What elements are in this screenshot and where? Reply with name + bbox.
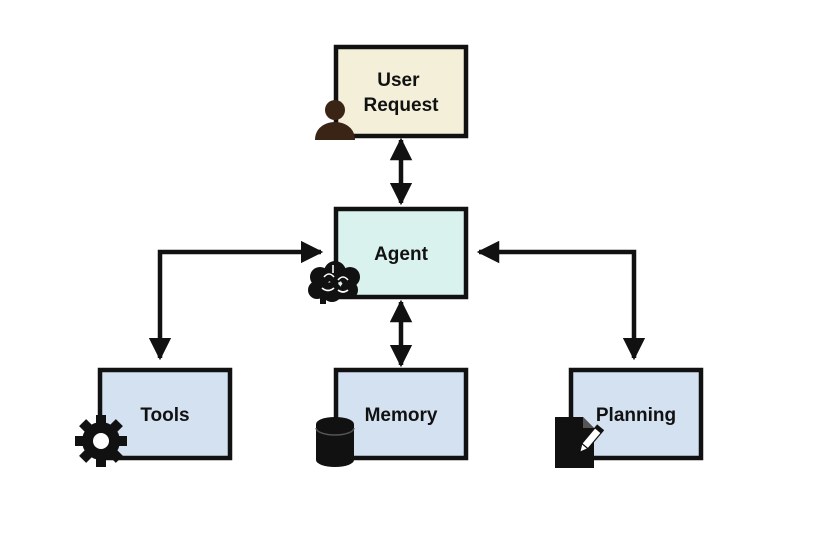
node-tools[interactable]: Tools (75, 367, 233, 467)
user-request-label-line2: Request (364, 95, 440, 116)
agent-label: Agent (374, 244, 429, 265)
user-request-box (333, 44, 469, 139)
brain-icon (308, 261, 360, 304)
node-memory[interactable]: Memory (315, 367, 469, 467)
memory-box (333, 367, 469, 461)
node-planning[interactable]: Planning (555, 367, 704, 468)
edge-agent-tools (148, 240, 324, 361)
document-pen-icon (555, 417, 605, 468)
person-icon (315, 100, 355, 140)
planning-box (568, 367, 704, 461)
user-request-label-line1: User (377, 70, 420, 91)
database-icon (315, 417, 355, 467)
user-request-label: User Request (364, 70, 440, 116)
node-user-request[interactable]: User Request (315, 44, 469, 140)
memory-label: Memory (365, 405, 438, 426)
edge-agent-planning (476, 240, 646, 361)
node-agent[interactable]: Agent (308, 206, 469, 304)
planning-label: Planning (596, 405, 676, 426)
gear-icon (75, 415, 127, 467)
tools-label: Tools (140, 405, 189, 426)
edges (148, 137, 646, 368)
